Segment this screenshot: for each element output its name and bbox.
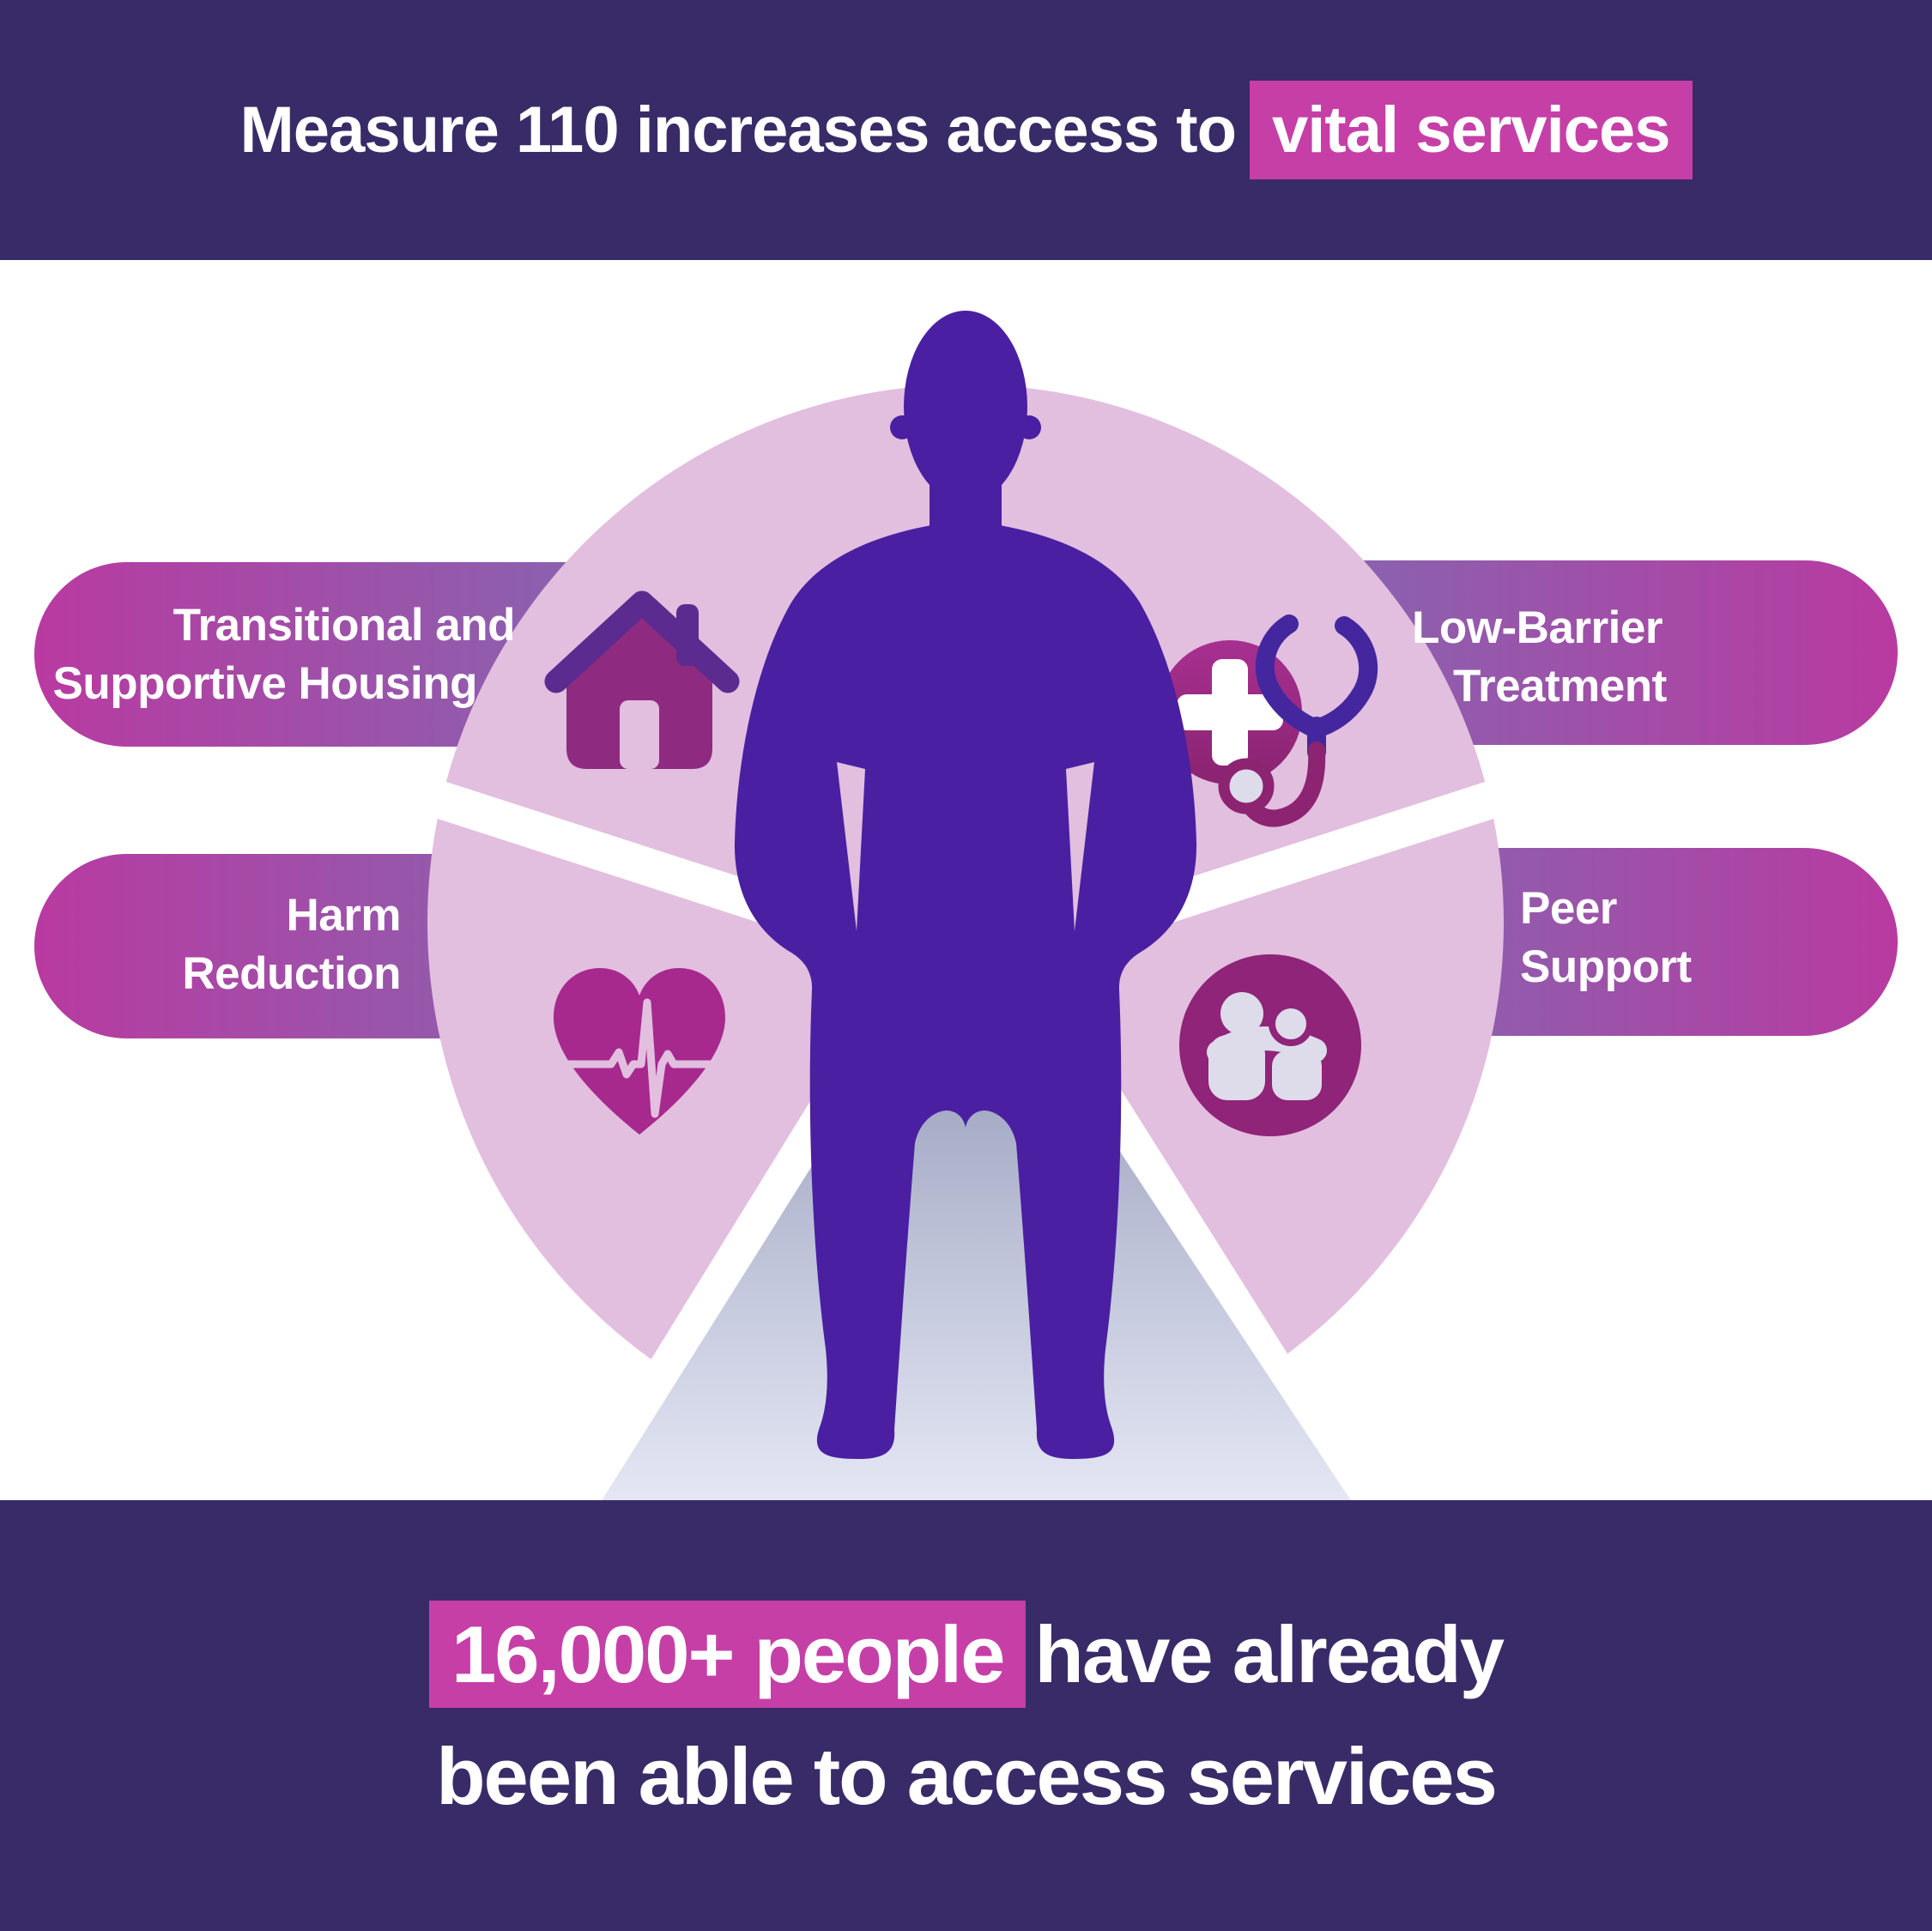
footer-stat-highlight: 16,000+ people <box>428 1601 1027 1708</box>
heart-pulse-icon <box>554 968 725 1135</box>
house-icon <box>544 590 740 769</box>
people-support-icon <box>1179 954 1361 1136</box>
road <box>601 931 1352 1502</box>
person-silhouette <box>734 311 1197 1459</box>
footer-line1-rest: have already <box>1034 1609 1505 1699</box>
label-transitional-housing-line2: Supportive Housing <box>52 658 478 709</box>
medical-cross-stethoscope-icon <box>1158 614 1378 827</box>
label-low-barrier-treatment-line2: Treatment <box>1453 661 1667 711</box>
label-peer-support-line1: Peer <box>1520 883 1617 934</box>
arm-gap-left <box>837 762 865 931</box>
label-peer-support-line2: Support <box>1520 941 1692 992</box>
title-highlight: vital services <box>1250 81 1693 179</box>
arm-gap-right <box>1066 762 1094 931</box>
label-low-barrier-treatment-line1: Low-Barrier <box>1412 602 1662 653</box>
footer-line2: been able to access services <box>436 1731 1498 1821</box>
page-title: Measure 110 increases access to vital se… <box>239 81 1693 179</box>
title-text: Measure 110 increases access to <box>239 94 1237 166</box>
header-banner: Measure 110 increases access to vital se… <box>0 0 1932 260</box>
label-transitional-housing-line1: Transitional and <box>173 600 516 651</box>
label-harm-reduction-line2: Reduction <box>182 948 401 999</box>
label-harm-reduction-line1: Harm <box>286 890 401 941</box>
